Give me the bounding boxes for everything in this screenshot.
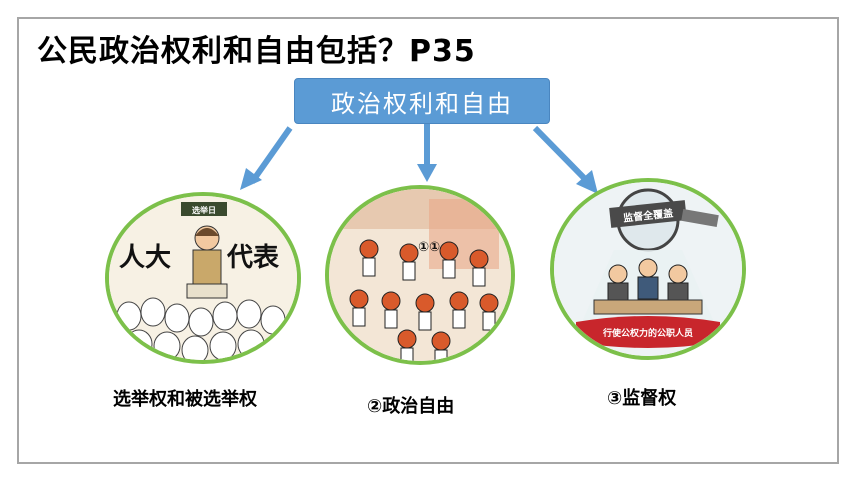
arrow-middle [417,124,437,182]
slide-title: 公民政治权利和自由包括？P35 [37,34,476,69]
arrow-right [532,125,598,194]
label-daibiao: 代表 [226,243,280,273]
sign-text: 选举日 [192,205,216,215]
caption-freedom: ②政治自由 [367,396,455,417]
banner-text: 行使公权力的公职人员 [602,327,693,339]
freedom-picture: ①① [325,185,515,365]
supervision-picture: 监督全覆盖 行使公权力的公职人员 [550,178,746,360]
election-picture: 选举日 人大 代表 [105,192,301,364]
topic-box: 政治权利和自由 [294,78,550,124]
label-renda: 人大 [119,243,171,273]
arrow-left [240,126,293,190]
marker-text: ①① [418,240,440,255]
caption-election: 选举权和被选举权 [113,389,257,410]
caption-supervision: ③监督权 [607,388,677,409]
